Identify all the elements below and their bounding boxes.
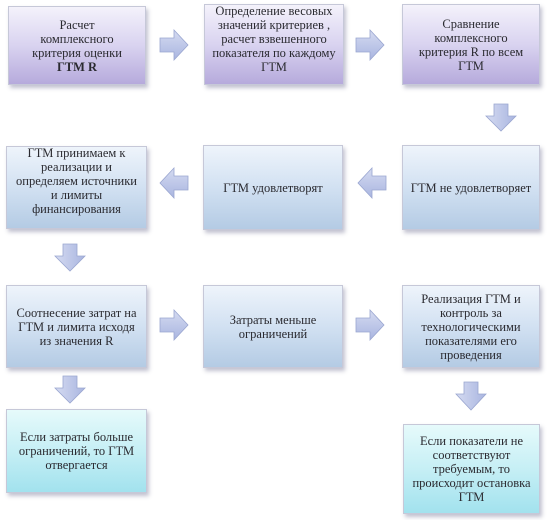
arrow-right-3 xyxy=(159,308,189,342)
box-gtm-satisfies: ГТМ удовлетворят xyxy=(203,145,343,230)
arrow-left-1 xyxy=(357,166,387,200)
arrow-right-4 xyxy=(355,308,385,342)
box-cost-exceeds-text: Если затраты больше ограничений, то ГТМ … xyxy=(18,430,135,472)
box-calc-criterion-line1: Расчет xyxy=(59,17,95,32)
box-realization-text: Реализация ГТМ и контроль за технологиче… xyxy=(421,291,521,362)
arrow-down-4 xyxy=(455,381,487,411)
arrow-down-3 xyxy=(54,375,86,404)
box-calc-criterion-line2: комплексного xyxy=(40,31,114,46)
box-gtm-satisfies-text: ГТМ удовлетворят xyxy=(223,180,323,195)
box-realization: Реализация ГТМ и контроль за технологиче… xyxy=(402,285,540,368)
arrow-down-1 xyxy=(485,103,517,132)
box-compare-text: Сравнение комплексного критерия R по все… xyxy=(418,16,524,73)
box-gtm-accepted-text: ГТМ принимаем к реализации и определяем … xyxy=(16,146,137,216)
arrow-right-2 xyxy=(355,28,385,62)
box-cost-ratio-text: Соотнесение затрат на ГТМ и лимита исход… xyxy=(16,305,137,348)
box-indicators-mismatch: Если показатели не соответствуют требуем… xyxy=(403,424,540,514)
box-weights-text: Определение весовых значений критериев ,… xyxy=(212,4,336,74)
box-cost-less: Затраты меньше ограничений xyxy=(203,285,343,368)
box-cost-ratio: Соотнесение затрат на ГТМ и лимита исход… xyxy=(6,285,147,368)
box-cost-exceeds: Если затраты больше ограничений, то ГТМ … xyxy=(6,409,147,493)
box-cost-less-text: Затраты меньше ограничений xyxy=(229,312,317,341)
box-calc-criterion: Расчет комплексного критерия оценки ГТМ … xyxy=(8,6,146,85)
arrow-right-1 xyxy=(159,28,189,62)
box-indicators-mismatch-text: Если показатели не соответствуют требуем… xyxy=(412,434,531,504)
arrow-left-2 xyxy=(159,166,189,200)
box-gtm-not-satisfies: ГТМ не удовлетворяет xyxy=(402,145,540,230)
box-weights: Определение весовых значений критериев ,… xyxy=(204,4,344,85)
box-gtm-accepted: ГТМ принимаем к реализации и определяем … xyxy=(6,146,147,229)
arrow-down-2 xyxy=(54,243,86,272)
box-calc-criterion-line3: критерия оценки xyxy=(32,45,122,60)
box-compare: Сравнение комплексного критерия R по все… xyxy=(402,4,540,85)
box-calc-criterion-line4: ГТМ R xyxy=(56,59,98,74)
box-gtm-not-satisfies-text: ГТМ не удовлетворяет xyxy=(410,180,532,195)
